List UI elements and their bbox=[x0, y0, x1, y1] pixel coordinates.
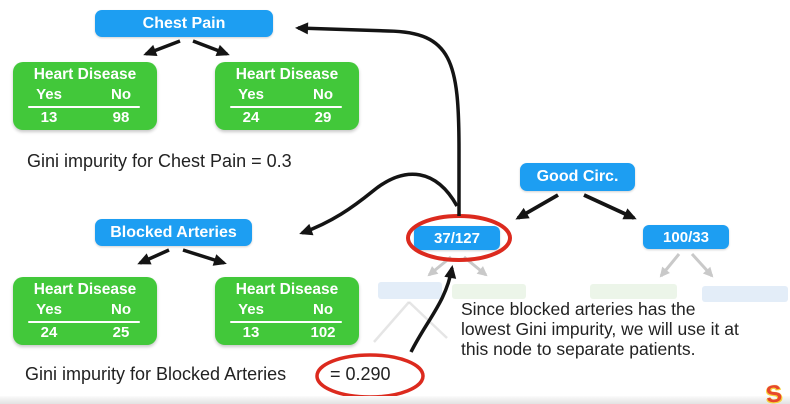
statquest-logo-partial: S bbox=[764, 380, 784, 404]
faded-leaf-box bbox=[702, 286, 788, 302]
col-header-no: No bbox=[313, 301, 333, 318]
arrow-blocked-right bbox=[182, 248, 227, 266]
node-100-33: 100/33 bbox=[643, 225, 729, 249]
col-header-no: No bbox=[313, 86, 333, 103]
table-divider bbox=[28, 106, 140, 108]
yes-count: 13 bbox=[242, 324, 260, 341]
heart-disease-table-chest-no: Heart Disease Yes No 24 29 bbox=[215, 62, 359, 130]
node-blocked-arteries: Blocked Arteries bbox=[95, 219, 252, 246]
col-header-yes: Yes bbox=[36, 301, 62, 318]
table-title: Heart Disease bbox=[235, 66, 339, 83]
col-header-no: No bbox=[111, 86, 131, 103]
col-header-yes: Yes bbox=[238, 86, 264, 103]
no-count: 29 bbox=[314, 109, 332, 126]
col-header-no: No bbox=[111, 301, 131, 318]
arrow-goodcirc-right bbox=[583, 193, 637, 220]
heart-disease-table-chest-yes: Heart Disease Yes No 13 98 bbox=[13, 62, 157, 130]
no-count: 98 bbox=[112, 109, 130, 126]
no-count: 102 bbox=[310, 324, 336, 341]
node-good-circ: Good Circ. bbox=[520, 163, 635, 191]
faded-arrow-10033-left bbox=[659, 253, 681, 278]
gini-caption-blocked-arteries: Gini impurity for Blocked Arteries bbox=[25, 364, 287, 384]
table-title: Heart Disease bbox=[235, 281, 339, 298]
yes-count: 24 bbox=[40, 324, 58, 341]
faded-arrow-deep-left bbox=[373, 301, 410, 343]
curved-arrow-to-blocked-arteries bbox=[299, 172, 459, 236]
curved-arrow-0290-to-37127 bbox=[409, 265, 457, 353]
arrow-goodcirc-left bbox=[515, 193, 559, 220]
yes-count: 24 bbox=[242, 109, 260, 126]
faded-leaf-box bbox=[378, 282, 442, 299]
faded-arrow-deep-right bbox=[408, 301, 448, 339]
conclusion-note: Since blocked arteries has the lowest Gi… bbox=[461, 299, 739, 359]
heart-disease-table-blocked-no: Heart Disease Yes No 13 102 bbox=[215, 277, 359, 345]
table-divider bbox=[28, 321, 140, 323]
arrow-chestpain-left bbox=[143, 39, 181, 57]
no-count: 25 bbox=[112, 324, 130, 341]
faded-leaf-box bbox=[452, 284, 526, 299]
table-title: Heart Disease bbox=[33, 281, 137, 298]
arrow-chestpain-right bbox=[192, 39, 230, 57]
node-chest-pain: Chest Pain bbox=[95, 10, 273, 37]
bottom-edge-strip bbox=[0, 396, 790, 404]
arrow-blocked-left bbox=[137, 248, 170, 265]
note-line: lowest Gini impurity, we will use it at bbox=[461, 319, 739, 339]
col-header-yes: Yes bbox=[238, 301, 264, 318]
note-line: Since blocked arteries has the bbox=[461, 299, 696, 319]
faded-arrow-37127-right bbox=[463, 255, 488, 277]
node-37-127: 37/127 bbox=[414, 226, 500, 250]
heart-disease-table-blocked-yes: Heart Disease Yes No 24 25 bbox=[13, 277, 157, 345]
note-line: this node to separate patients. bbox=[461, 339, 696, 359]
table-divider bbox=[230, 321, 342, 323]
faded-arrow-37127-left bbox=[427, 255, 452, 277]
col-header-yes: Yes bbox=[36, 86, 62, 103]
yes-count: 13 bbox=[40, 109, 58, 126]
gini-caption-chest-pain: Gini impurity for Chest Pain = 0.3 bbox=[27, 151, 292, 171]
table-title: Heart Disease bbox=[33, 66, 137, 83]
gini-value-blocked-arteries: = 0.290 bbox=[330, 364, 391, 384]
faded-arrow-10033-right bbox=[690, 252, 714, 278]
table-divider bbox=[230, 106, 342, 108]
faded-leaf-box bbox=[590, 284, 677, 299]
